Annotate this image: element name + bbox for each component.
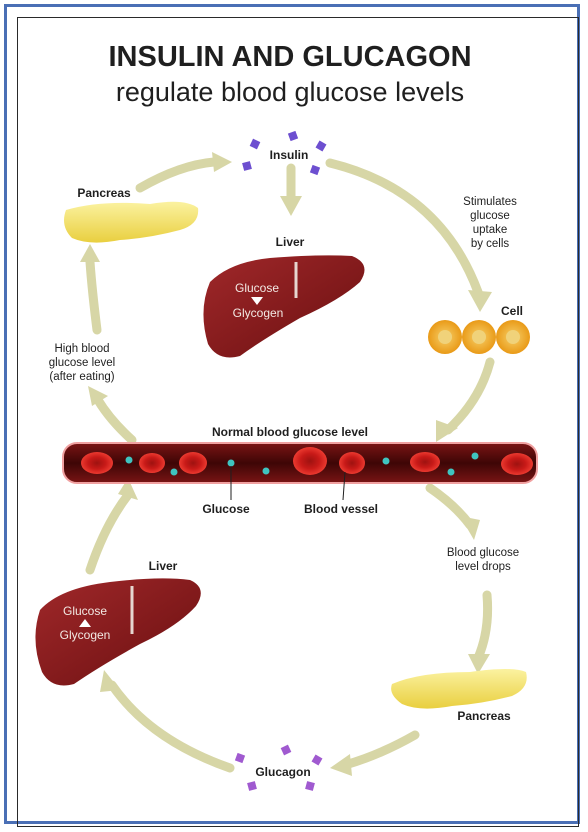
liver-top-icon bbox=[203, 255, 365, 358]
cell-label: Cell bbox=[501, 304, 523, 318]
arrow-vessel-to-high bbox=[93, 395, 137, 445]
liver-bottom-glycogen: Glycogen bbox=[60, 628, 111, 642]
red-blood-cells bbox=[81, 447, 533, 475]
liver-top-glucose: Glucose bbox=[235, 281, 279, 295]
title-line2: regulate blood glucose levels bbox=[116, 77, 464, 107]
liver-top-label: Liver bbox=[276, 235, 305, 249]
liver-bottom-icon bbox=[35, 578, 201, 686]
arrow-pancreas-to-insulin bbox=[135, 157, 219, 193]
vessel-pointer bbox=[342, 471, 346, 501]
drops-text: Blood glucose level drops bbox=[447, 547, 519, 573]
svg-text:(after eating): (after eating) bbox=[49, 371, 114, 383]
arrow-high-to-pancreas bbox=[85, 257, 102, 335]
insulin-label: Insulin bbox=[270, 148, 309, 162]
cycle-arrows bbox=[85, 157, 495, 773]
down-arrow-icon bbox=[251, 297, 263, 305]
pancreas-bottom-icon bbox=[391, 669, 527, 709]
svg-text:glucose: glucose bbox=[470, 210, 510, 222]
arrow-cell-to-vessel bbox=[443, 357, 495, 435]
glucose-label: Glucose bbox=[202, 502, 250, 516]
svg-text:Stimulates: Stimulates bbox=[463, 196, 517, 208]
cell-icons bbox=[428, 320, 530, 354]
arrow-glucagon-to-liver bbox=[107, 680, 235, 773]
glucagon-molecules bbox=[234, 744, 323, 791]
title-line1: INSULIN AND GLUCAGON bbox=[108, 41, 471, 73]
arrow-liver-to-vessel bbox=[85, 490, 133, 575]
pancreas-top-icon bbox=[64, 201, 199, 243]
glucose-dots bbox=[125, 452, 479, 476]
arrow-heads bbox=[80, 152, 492, 776]
svg-text:uptake: uptake bbox=[473, 224, 508, 236]
svg-text:by cells: by cells bbox=[471, 238, 510, 250]
svg-text:glucose level: glucose level bbox=[49, 357, 115, 369]
liver-bottom-glucose: Glucose bbox=[63, 604, 107, 618]
arrow-pancreas-to-glucagon bbox=[340, 730, 420, 770]
insulin-molecules bbox=[242, 130, 327, 176]
outer-frame bbox=[4, 4, 580, 827]
up-arrow-icon bbox=[79, 619, 91, 627]
inner-frame bbox=[17, 17, 579, 827]
high-glucose-text: High blood glucose level (after eating) bbox=[49, 343, 115, 383]
liver-bottom-label: Liver bbox=[149, 559, 178, 573]
svg-text:level drops: level drops bbox=[455, 561, 511, 573]
svg-text:Blood glucose: Blood glucose bbox=[447, 547, 519, 559]
pancreas-top-label: Pancreas bbox=[77, 186, 131, 200]
pancreas-bottom-label: Pancreas bbox=[457, 709, 511, 723]
blood-vessel-label: Blood vessel bbox=[304, 502, 378, 516]
normal-level-label: Normal blood glucose level bbox=[212, 425, 368, 439]
svg-text:High blood: High blood bbox=[55, 343, 110, 355]
arrow-insulin-to-cell bbox=[325, 158, 483, 297]
arrow-drops-to-pancreas bbox=[473, 590, 493, 663]
liver-top-glycogen: Glycogen bbox=[233, 306, 284, 320]
stimulates-text: Stimulates glucose uptake by cells bbox=[463, 196, 517, 250]
glucagon-label: Glucagon bbox=[255, 765, 310, 779]
